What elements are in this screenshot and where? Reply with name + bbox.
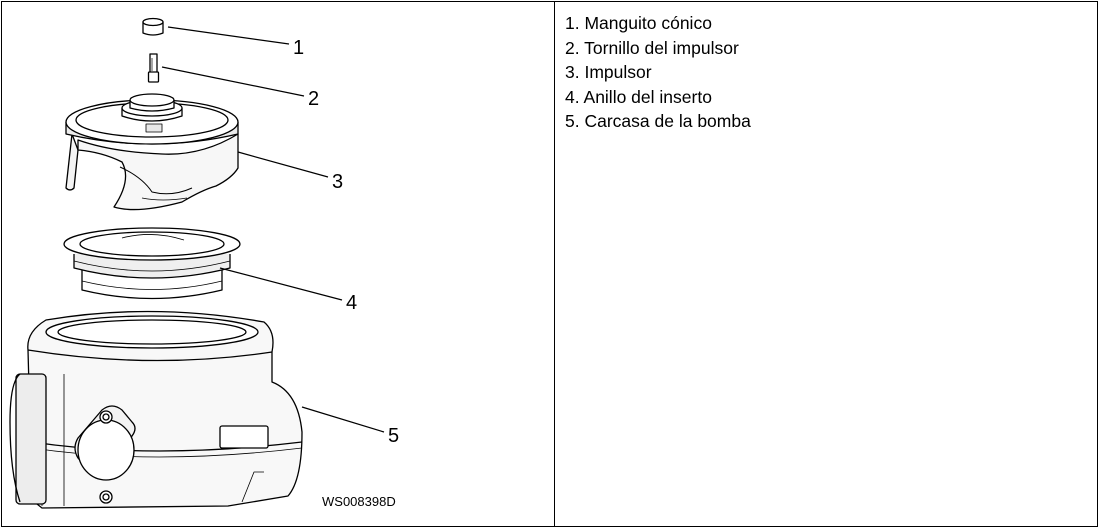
- callout-3: 3: [332, 171, 343, 193]
- callout-1: 1: [293, 37, 304, 59]
- callout-4: 4: [346, 292, 357, 314]
- legend-item: 5. Carcasa de la bomba: [565, 111, 751, 131]
- legend-cell: 1. Manguito cónico 2. Tornillo del impul…: [555, 2, 1097, 526]
- legend-item: 1. Manguito cónico: [565, 13, 712, 33]
- exploded-view-drawing: 1 2 3 4 5 WS008398D: [9, 17, 399, 509]
- legend-item: 2. Tornillo del impulsor: [565, 37, 739, 58]
- impeller-screw-part: [147, 53, 160, 83]
- column-divider: [554, 2, 555, 526]
- impeller-part: [65, 93, 239, 211]
- callout-2: 2: [308, 88, 319, 110]
- leader-lines: [161, 26, 385, 433]
- conical-sleeve-part: [142, 17, 164, 36]
- figure-code: WS008398D: [322, 494, 396, 509]
- legend-item: 3. Impulsor: [565, 62, 652, 82]
- callout-5: 5: [388, 425, 399, 447]
- insert-ring-part: [63, 227, 241, 300]
- exploded-view-cell: 1 2 3 4 5 WS008398D: [2, 2, 554, 526]
- legend-item: 4. Anillo del inserto: [565, 86, 712, 107]
- pump-casing-part: [9, 310, 303, 509]
- parts-legend: 1. Manguito cónico 2. Tornillo del impul…: [555, 2, 1097, 134]
